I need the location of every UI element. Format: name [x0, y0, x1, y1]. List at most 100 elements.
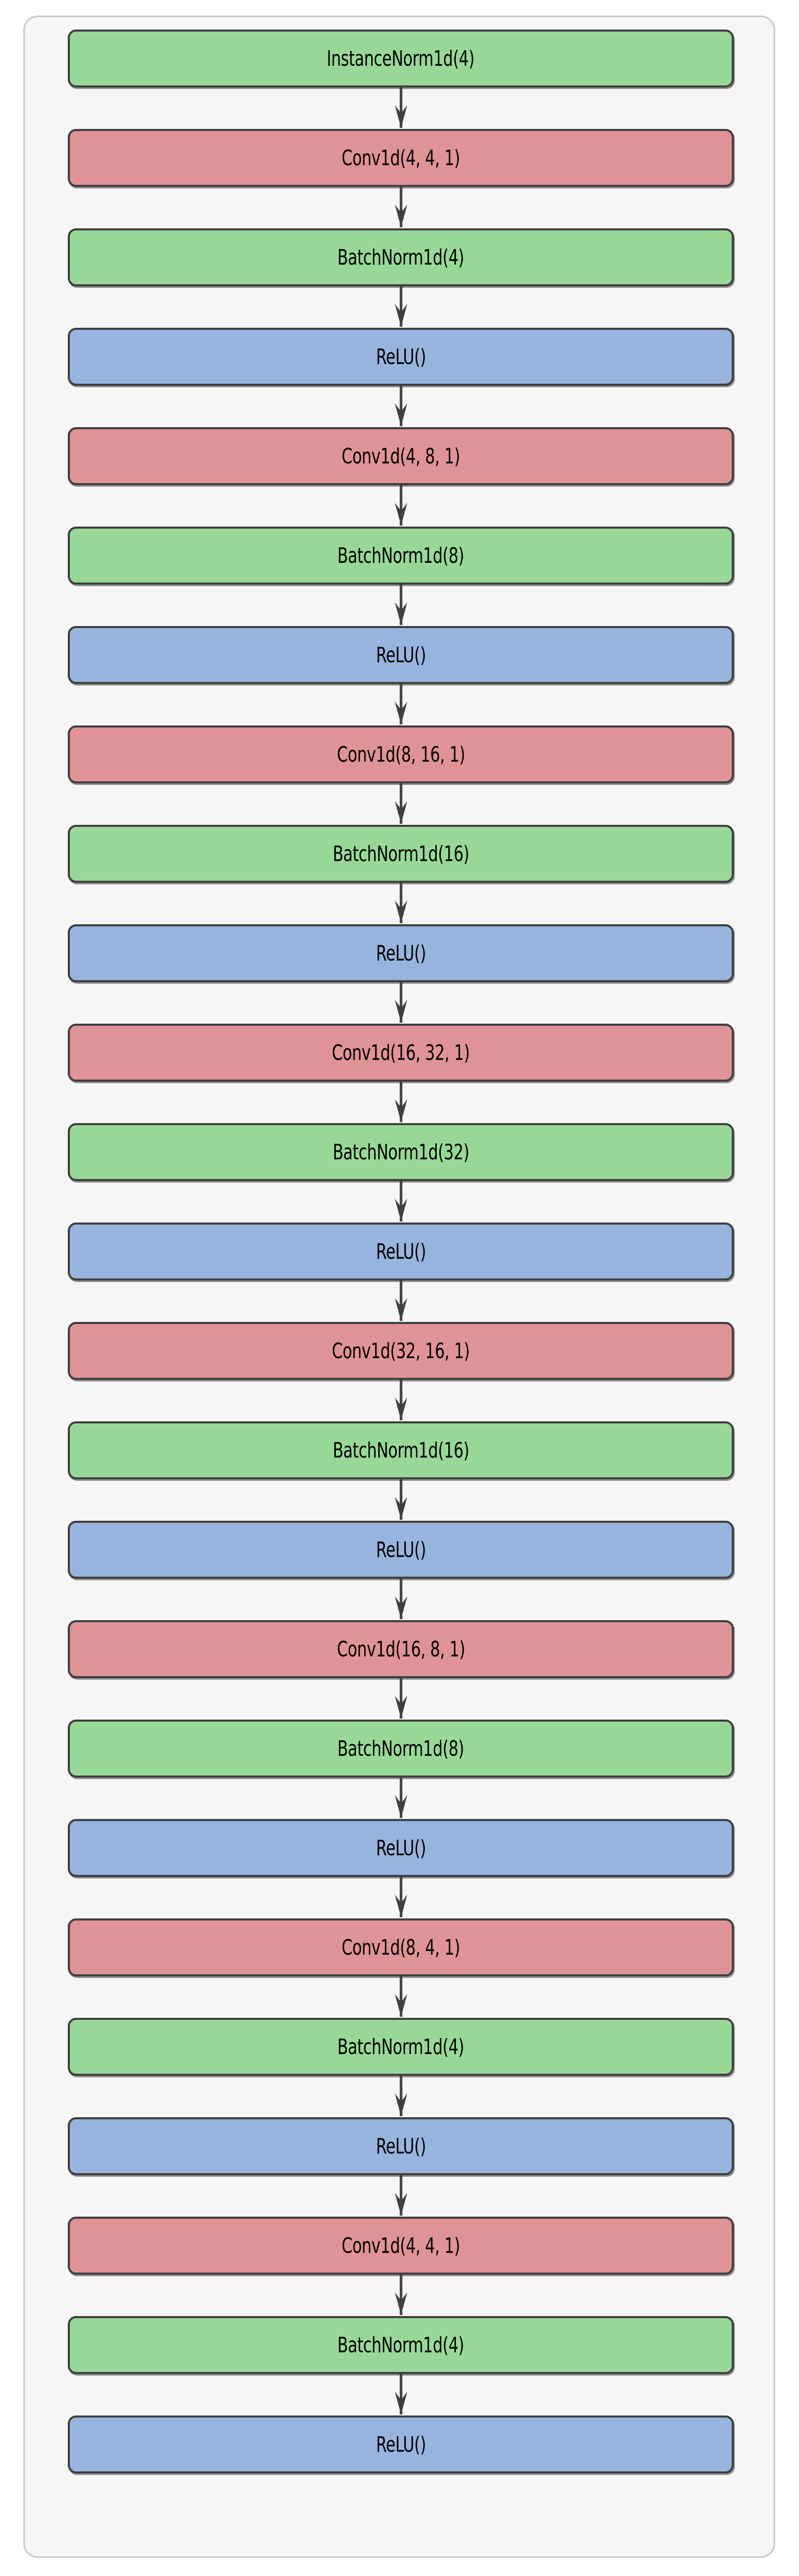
layer-label: ReLU() [376, 940, 426, 966]
arrow-down-icon [394, 1579, 407, 1619]
layer-box-conv[interactable]: Conv1d(4, 4, 1) [68, 2217, 734, 2275]
layer-node-15[interactable]: ReLU() [68, 1521, 734, 1579]
layer-node-8[interactable]: BatchNorm1d(16) [68, 825, 734, 883]
layer-box-norm[interactable]: BatchNorm1d(4) [68, 2316, 734, 2374]
layer-box-act[interactable]: ReLU() [68, 328, 734, 386]
layer-box-conv[interactable]: Conv1d(4, 4, 1) [68, 129, 734, 187]
layer-box-act[interactable]: ReLU() [68, 626, 734, 684]
layer-label: ReLU() [376, 1239, 426, 1264]
edge-arrow-13 [68, 1380, 734, 1421]
edge-arrow-17 [68, 1778, 734, 1819]
arrow-down-icon [394, 1778, 407, 1818]
arrow-down-icon [394, 783, 407, 824]
layer-node-18[interactable]: ReLU() [68, 1819, 734, 1877]
arrow-down-icon [394, 1976, 407, 2017]
edge-arrow-22 [68, 2275, 734, 2316]
layer-label: InstanceNorm1d(4) [327, 46, 475, 71]
edge-arrow-5 [68, 585, 734, 626]
edge-arrow-21 [68, 2175, 734, 2217]
edge-arrow-1 [68, 187, 734, 228]
layer-node-20[interactable]: BatchNorm1d(4) [68, 2018, 734, 2076]
layer-node-2[interactable]: BatchNorm1d(4) [68, 228, 734, 286]
layer-node-5[interactable]: BatchNorm1d(8) [68, 527, 734, 585]
edge-arrow-4 [68, 485, 734, 527]
layer-box-act[interactable]: ReLU() [68, 924, 734, 982]
layer-box-conv[interactable]: Conv1d(4, 8, 1) [68, 427, 734, 485]
layer-box-conv[interactable]: Conv1d(16, 32, 1) [68, 1024, 734, 1082]
layer-node-23[interactable]: BatchNorm1d(4) [68, 2316, 734, 2374]
layer-box-norm[interactable]: InstanceNorm1d(4) [68, 30, 734, 88]
layer-node-13[interactable]: Conv1d(32, 16, 1) [68, 1322, 734, 1380]
layer-box-act[interactable]: ReLU() [68, 1819, 734, 1877]
layer-label: Conv1d(4, 4, 1) [342, 145, 460, 170]
layer-node-3[interactable]: ReLU() [68, 328, 734, 386]
layer-label: ReLU() [376, 1537, 426, 1562]
layer-node-10[interactable]: Conv1d(16, 32, 1) [68, 1024, 734, 1082]
layer-box-norm[interactable]: BatchNorm1d(16) [68, 1421, 734, 1479]
layer-label: Conv1d(8, 16, 1) [336, 741, 465, 767]
layer-node-7[interactable]: Conv1d(8, 16, 1) [68, 725, 734, 783]
edge-arrow-0 [68, 88, 734, 129]
layer-label: ReLU() [376, 2432, 426, 2457]
edge-arrow-15 [68, 1579, 734, 1620]
arrow-down-icon [394, 1082, 407, 1122]
layer-box-act[interactable]: ReLU() [68, 1222, 734, 1280]
layer-box-norm[interactable]: BatchNorm1d(8) [68, 527, 734, 585]
edge-arrow-23 [68, 2374, 734, 2415]
layer-node-21[interactable]: ReLU() [68, 2117, 734, 2175]
edge-arrow-7 [68, 783, 734, 825]
edge-arrow-18 [68, 1877, 734, 1918]
arrow-down-icon [394, 1877, 407, 1917]
layer-label: ReLU() [376, 642, 426, 667]
edge-arrow-10 [68, 1082, 734, 1123]
layer-box-conv[interactable]: Conv1d(32, 16, 1) [68, 1322, 734, 1380]
layer-label: BatchNorm1d(16) [332, 1437, 469, 1463]
layer-label: Conv1d(16, 8, 1) [336, 1636, 465, 1662]
arrow-down-icon [394, 2076, 407, 2116]
layer-box-conv[interactable]: Conv1d(16, 8, 1) [68, 1620, 734, 1678]
arrow-down-icon [394, 1380, 407, 1420]
layer-node-11[interactable]: BatchNorm1d(32) [68, 1123, 734, 1181]
layer-node-16[interactable]: Conv1d(16, 8, 1) [68, 1620, 734, 1678]
layer-node-24[interactable]: ReLU() [68, 2415, 734, 2473]
edge-arrow-20 [68, 2076, 734, 2117]
layer-box-conv[interactable]: Conv1d(8, 16, 1) [68, 725, 734, 783]
arrow-down-icon [394, 1479, 407, 1520]
layer-box-act[interactable]: ReLU() [68, 1521, 734, 1579]
arrow-down-icon [394, 286, 407, 327]
layer-label: ReLU() [376, 344, 426, 369]
layer-node-14[interactable]: BatchNorm1d(16) [68, 1421, 734, 1479]
layer-box-conv[interactable]: Conv1d(8, 4, 1) [68, 1918, 734, 1976]
layer-label: BatchNorm1d(32) [332, 1139, 469, 1165]
layer-box-norm[interactable]: BatchNorm1d(32) [68, 1123, 734, 1181]
layer-node-12[interactable]: ReLU() [68, 1222, 734, 1280]
layer-node-0[interactable]: InstanceNorm1d(4) [68, 30, 734, 88]
edge-arrow-11 [68, 1181, 734, 1222]
arrow-down-icon [394, 982, 407, 1023]
layer-node-17[interactable]: BatchNorm1d(8) [68, 1720, 734, 1778]
layer-box-norm[interactable]: BatchNorm1d(4) [68, 2018, 734, 2076]
arrow-down-icon [394, 684, 407, 724]
layer-box-act[interactable]: ReLU() [68, 2415, 734, 2473]
layer-label: BatchNorm1d(8) [337, 543, 464, 568]
layer-box-act[interactable]: ReLU() [68, 2117, 734, 2175]
layer-node-22[interactable]: Conv1d(4, 4, 1) [68, 2217, 734, 2275]
layer-box-norm[interactable]: BatchNorm1d(4) [68, 228, 734, 286]
layer-node-9[interactable]: ReLU() [68, 924, 734, 982]
layer-label: BatchNorm1d(4) [337, 2034, 464, 2059]
layer-node-19[interactable]: Conv1d(8, 4, 1) [68, 1918, 734, 1976]
layer-box-norm[interactable]: BatchNorm1d(8) [68, 1720, 734, 1778]
edge-arrow-12 [68, 1280, 734, 1322]
edge-arrow-6 [68, 684, 734, 725]
edge-arrow-8 [68, 883, 734, 924]
layer-node-6[interactable]: ReLU() [68, 626, 734, 684]
arrow-down-icon [394, 386, 407, 426]
layer-box-norm[interactable]: BatchNorm1d(16) [68, 825, 734, 883]
layer-node-4[interactable]: Conv1d(4, 8, 1) [68, 427, 734, 485]
layer-label: Conv1d(4, 4, 1) [342, 2233, 460, 2258]
layer-node-1[interactable]: Conv1d(4, 4, 1) [68, 129, 734, 187]
layer-label: Conv1d(32, 16, 1) [332, 1338, 470, 1363]
arrow-down-icon [394, 2175, 407, 2216]
architecture-diagram-container: InstanceNorm1d(4) Conv1d(4, 4, 1) BatchNor… [23, 16, 775, 2558]
arrow-down-icon [394, 585, 407, 625]
